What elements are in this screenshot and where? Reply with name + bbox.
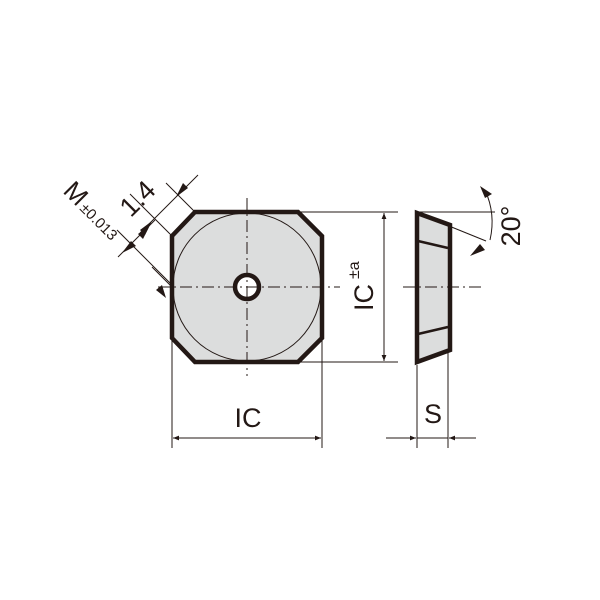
top-view (158, 198, 340, 376)
angle-label: 20° (496, 206, 526, 247)
thickness-dimension: S (386, 352, 476, 448)
side-view: 20° (403, 186, 526, 366)
ic-vertical-label: IC (349, 284, 379, 311)
ic-vertical-dimension: IC ±a (300, 211, 398, 363)
ic-vertical-tolerance: ±a (346, 261, 363, 279)
thickness-label: S (424, 399, 442, 429)
ic-horizontal-label: IC (235, 403, 262, 433)
m-tolerance: ±0.013 (76, 200, 120, 244)
ic-horizontal-dimension: IC (171, 340, 323, 448)
chamfer-width-label: 1.4 (114, 175, 162, 223)
